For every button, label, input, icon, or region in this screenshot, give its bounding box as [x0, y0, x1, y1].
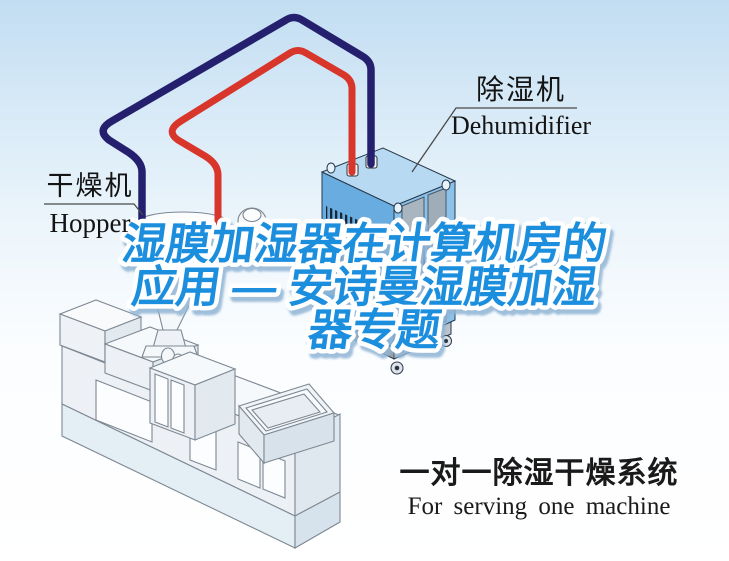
vent-grille	[326, 232, 358, 268]
lifting-lug	[326, 162, 451, 214]
dehum-panel	[427, 187, 447, 330]
hoses	[99, 13, 375, 272]
dryer-leader	[44, 203, 144, 216]
dry-air-hose	[168, 47, 356, 256]
dehumidifier-label-zh: 除湿机	[475, 75, 566, 106]
headline-line1: 湿膜加湿器在计算机房的	[119, 220, 610, 269]
molding-machine	[58, 207, 341, 549]
dehum-panel	[401, 196, 425, 340]
dryer-label: 干燥机 Hopper	[40, 172, 140, 238]
machine-window	[95, 379, 153, 443]
headline-line2: 应用 — 安诗曼湿膜加湿	[129, 263, 600, 312]
dehumidifier-label: 除湿机 Dehumidifier	[450, 76, 592, 140]
system-caption-en: For serving one machine	[407, 492, 671, 520]
system-caption: 一对一除湿干燥系统 For serving one machine	[390, 458, 688, 520]
machine-plinth-right	[294, 491, 341, 549]
dehumidifier-label-en: Dehumidifier	[450, 111, 592, 141]
vent-grille	[326, 206, 358, 242]
guard-pane	[154, 373, 169, 428]
leader-lines	[44, 107, 577, 216]
headline-line3: 器专题	[305, 306, 444, 355]
dryer-label-en: Hopper	[49, 208, 131, 239]
caster-wheel	[333, 328, 452, 375]
headline: 湿膜加湿器在计算机房的 应用 — 安诗曼湿膜加湿 器专题	[115, 216, 615, 360]
system-caption-zh: 一对一除湿干燥系统	[399, 457, 679, 490]
vent-grille	[326, 258, 344, 284]
hopper-cone	[136, 211, 230, 358]
dryer-label-zh: 干燥机	[46, 171, 134, 201]
hopper-motor	[237, 207, 267, 235]
dehumidifier-leader	[411, 107, 577, 173]
return-air-hose	[99, 13, 375, 272]
recessed-top-box	[238, 383, 335, 465]
guard-pane	[170, 379, 185, 434]
